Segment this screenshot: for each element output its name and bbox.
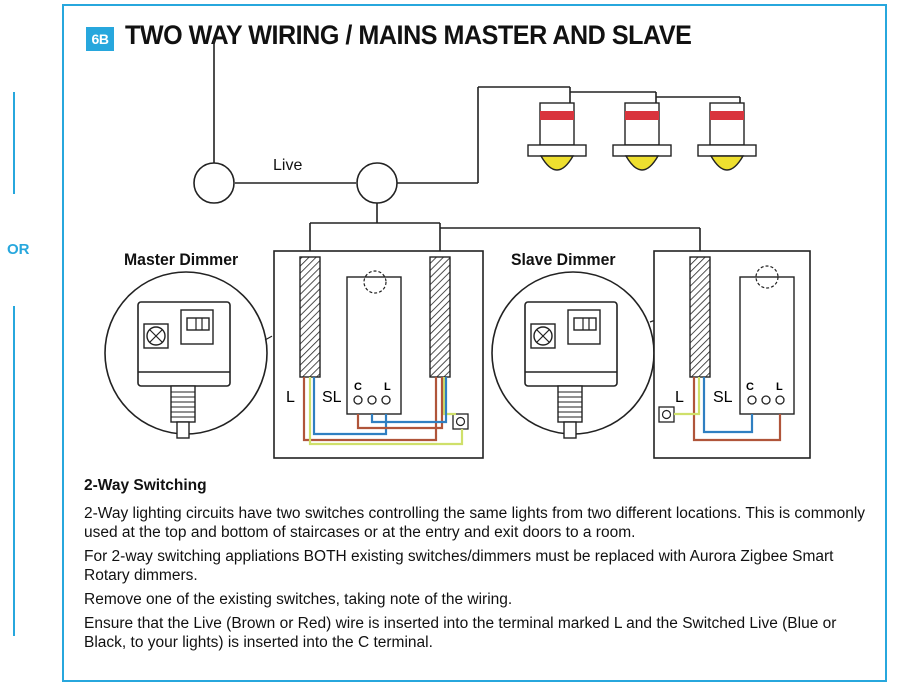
instruction-panel	[62, 4, 887, 682]
instructions: 2-Way Switching 2-Way lighting circuits …	[84, 476, 874, 657]
light-fitting-2	[612, 102, 672, 171]
side-divider-bottom	[13, 306, 15, 636]
master-terminal-L-small: L	[384, 381, 391, 393]
instructions-paragraph-1: 2-Way lighting circuits have two switche…	[84, 505, 866, 541]
master-label-SL: SL	[322, 389, 342, 406]
supply-wires	[213, 40, 741, 257]
master-dimmer-closeup	[104, 271, 361, 439]
slave-terminal-L-small: L	[776, 381, 783, 393]
light-fitting-1	[527, 102, 587, 171]
instructions-paragraph-4: Ensure that the Live (Brown or Red) wire…	[84, 615, 837, 651]
slave-dimmer-label: Slave Dimmer	[511, 251, 616, 270]
step-badge: 6B	[86, 27, 114, 51]
master-terminal-C: C	[354, 381, 362, 393]
slave-label-L: L	[675, 389, 684, 406]
instructions-heading: 2-Way Switching	[84, 477, 207, 494]
slave-dimmer-wallbox: C L L SL	[653, 250, 811, 459]
light-fitting-3	[697, 102, 757, 171]
or-label: OR	[7, 241, 30, 258]
slave-label-SL: SL	[713, 389, 733, 406]
instructions-paragraph-3: Remove one of the existing switches, tak…	[84, 591, 513, 608]
junction-right	[356, 162, 398, 204]
page-title: TWO WAY WIRING / MAINS MASTER AND SLAVE	[125, 20, 692, 50]
instructions-paragraph-2: For 2-way switching appliations BOTH exi…	[84, 548, 834, 584]
slave-dimmer-closeup	[491, 271, 761, 439]
master-dimmer-wallbox: C L L SL	[273, 250, 484, 459]
junction-left	[193, 162, 235, 204]
master-dimmer-label: Master Dimmer	[124, 251, 239, 270]
master-label-L: L	[286, 389, 295, 406]
light-fittings	[527, 102, 757, 171]
live-label: Live	[273, 157, 302, 174]
side-divider-top	[13, 92, 15, 194]
slave-terminal-C: C	[746, 381, 754, 393]
